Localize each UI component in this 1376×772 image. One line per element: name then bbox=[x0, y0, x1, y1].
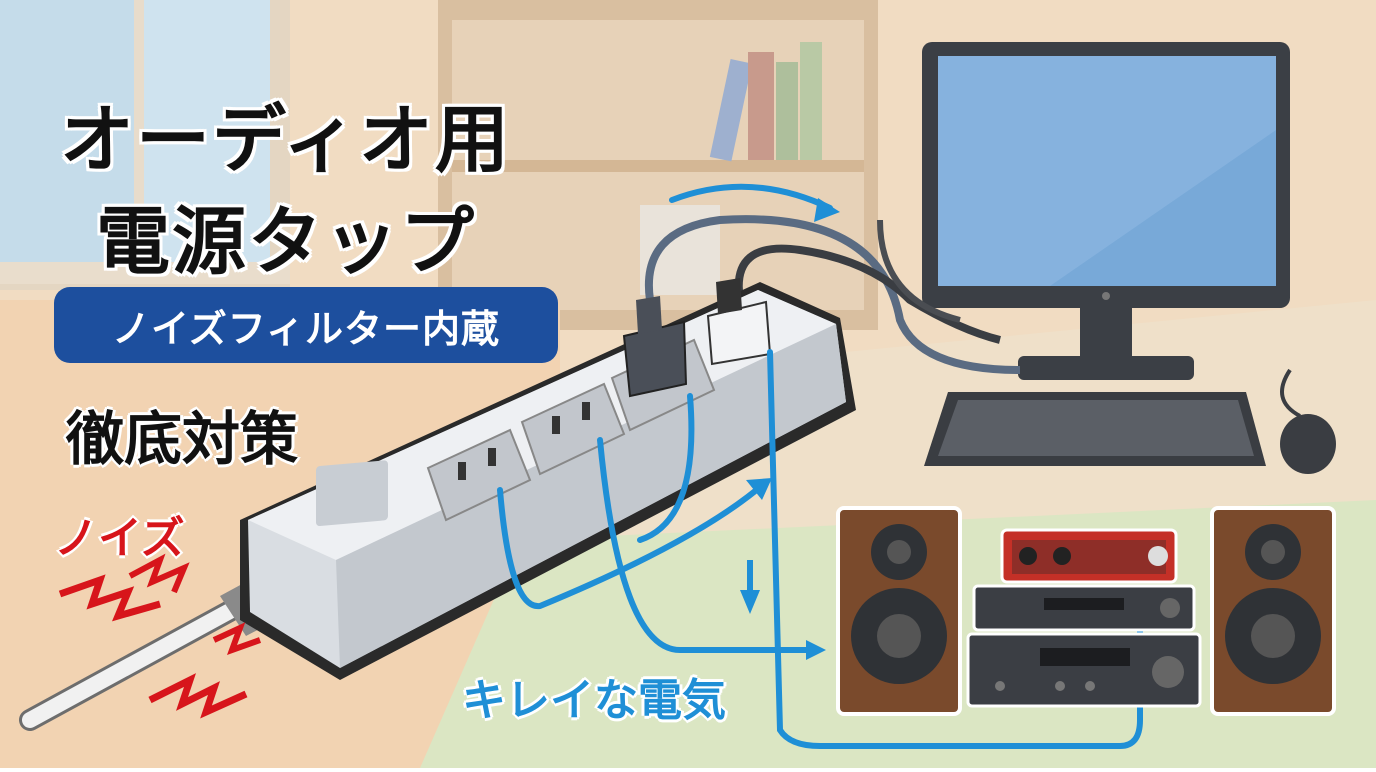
title-line-2: 電源タップ bbox=[96, 199, 476, 285]
title-line-1: オーディオ用 bbox=[60, 97, 511, 183]
audio-interface-icon bbox=[1000, 528, 1178, 584]
speaker-icon bbox=[836, 506, 962, 716]
window-icon bbox=[0, 0, 290, 290]
power-strip-icon bbox=[240, 282, 856, 680]
monitor-icon bbox=[922, 42, 1290, 380]
speaker-icon bbox=[1210, 506, 1336, 716]
feature-badge-label: ノイズフィルター内蔵 bbox=[111, 306, 501, 351]
amplifier-icon bbox=[966, 584, 1202, 708]
clean-power-label: キレイな電気 bbox=[462, 675, 726, 726]
feature-badge: ノイズフィルター内蔵 bbox=[54, 287, 558, 363]
lightning-icon bbox=[58, 553, 262, 719]
arrow-icon bbox=[740, 198, 840, 660]
clean-power-flow bbox=[497, 183, 1143, 749]
bookshelf-icon bbox=[438, 0, 878, 330]
keyboard-icon bbox=[924, 392, 1266, 466]
mouse-icon bbox=[1280, 368, 1336, 474]
noise-label: ノイズ bbox=[54, 513, 185, 564]
plug-icon bbox=[622, 278, 772, 398]
subtitle: 徹底対策 bbox=[66, 405, 299, 473]
